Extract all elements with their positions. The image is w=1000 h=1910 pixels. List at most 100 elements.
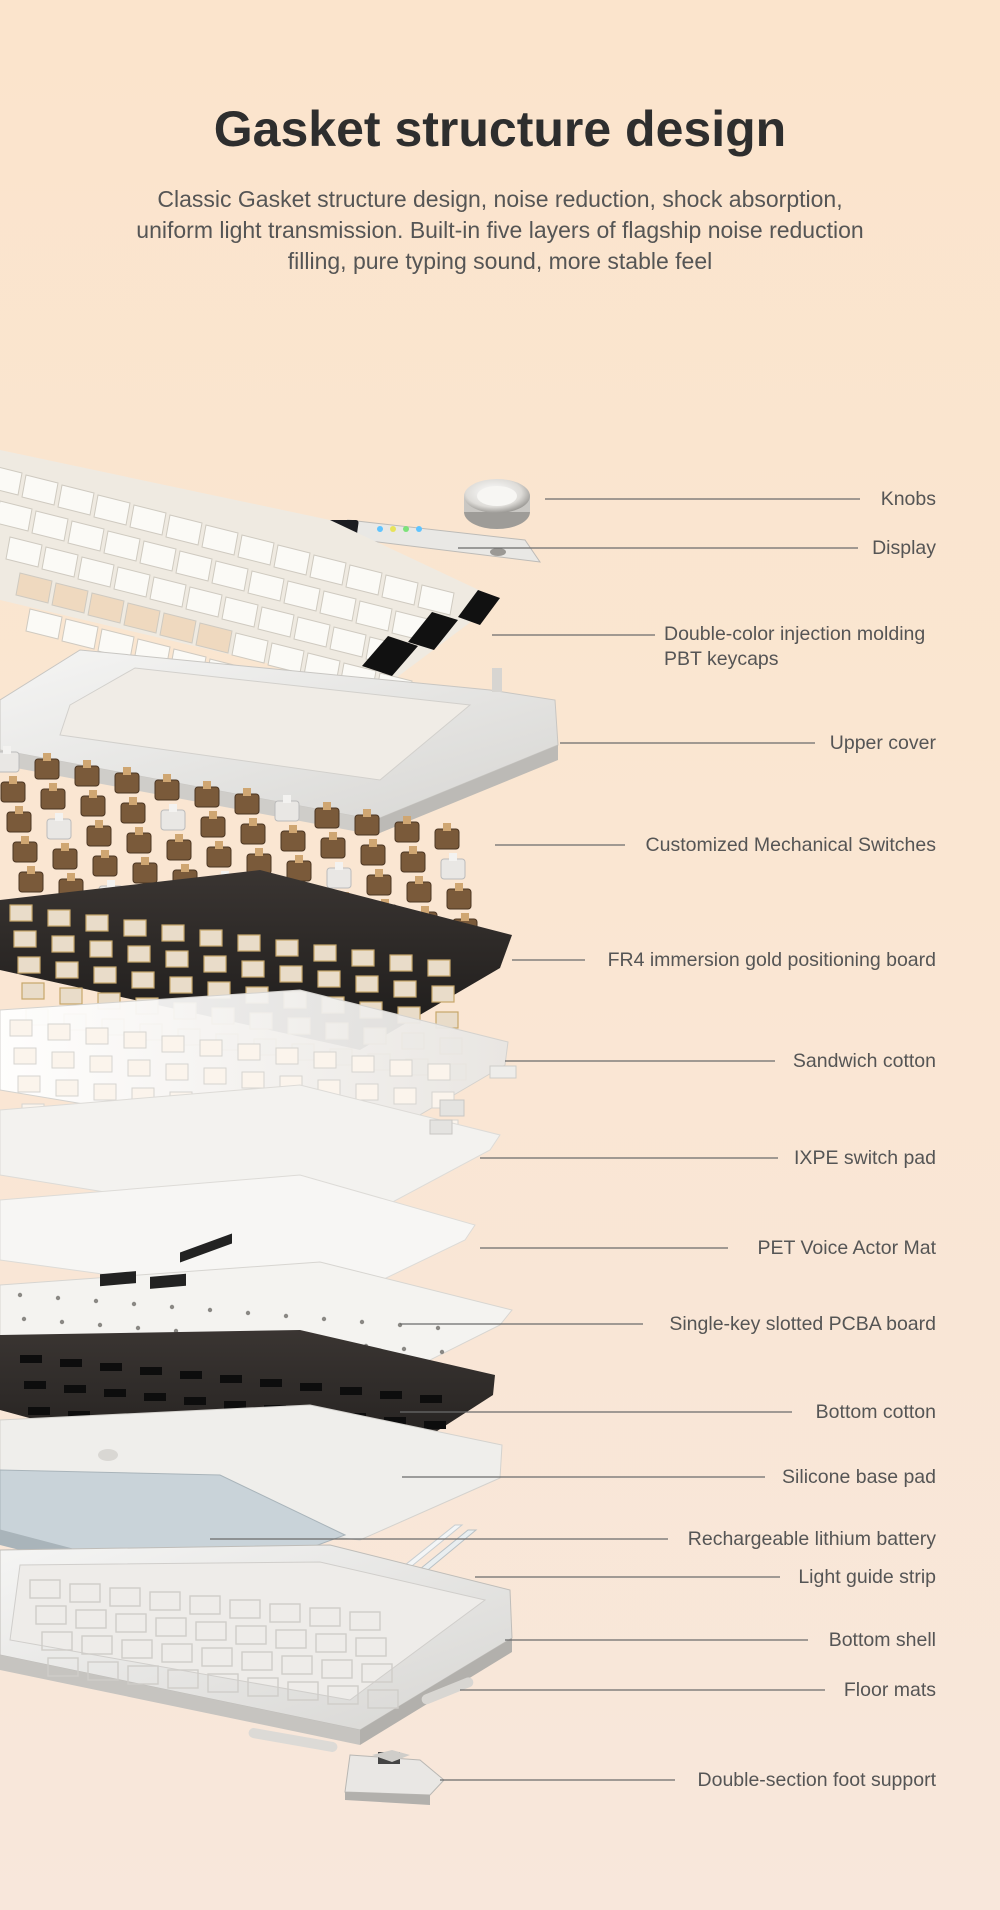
shell-rib xyxy=(109,1587,141,1607)
shell-rib xyxy=(87,1661,119,1681)
switch xyxy=(6,811,32,833)
switch-stem xyxy=(363,809,371,817)
switch-stem xyxy=(249,818,257,826)
cotton-slot xyxy=(275,1047,299,1065)
shell-rib xyxy=(127,1665,159,1685)
bottom-cotton-slot xyxy=(104,1389,126,1397)
switch-stem xyxy=(289,825,297,833)
shell-rib xyxy=(241,1651,273,1671)
bottom-cotton-slot xyxy=(144,1393,166,1401)
switch xyxy=(234,793,260,815)
fr4-slot xyxy=(21,982,45,1000)
switch-stem xyxy=(129,797,137,805)
switch-stem xyxy=(21,836,29,844)
switch-stem xyxy=(209,811,217,819)
keycap xyxy=(139,540,177,572)
shell-rib xyxy=(269,1603,301,1623)
cotton-slot xyxy=(427,1063,451,1081)
keycap xyxy=(77,556,115,588)
cotton-slot xyxy=(389,1059,413,1077)
switch xyxy=(440,858,466,880)
keycap xyxy=(355,600,393,632)
shell-rib xyxy=(247,1677,279,1697)
switch-stem xyxy=(449,853,457,861)
keycap xyxy=(51,582,89,614)
cotton-slot xyxy=(89,1055,113,1073)
keycap xyxy=(87,592,125,624)
switch-stem xyxy=(203,781,211,789)
switch-stem xyxy=(67,873,75,881)
switch xyxy=(86,825,112,847)
switch-stem xyxy=(335,862,343,870)
keycap xyxy=(237,534,275,566)
switch-stem xyxy=(123,767,131,775)
pcba-pad xyxy=(131,1301,137,1307)
pcba-pad xyxy=(401,1346,407,1352)
keycap xyxy=(93,494,131,526)
switch-stem xyxy=(415,876,423,884)
shell-rib xyxy=(275,1629,307,1649)
switch-stem xyxy=(27,866,35,874)
switch-stem xyxy=(175,834,183,842)
switch xyxy=(52,848,78,870)
cotton-slot xyxy=(351,1055,375,1073)
keycap xyxy=(103,530,141,562)
switch xyxy=(34,758,60,780)
shell-rib xyxy=(207,1673,239,1693)
switch-stem xyxy=(141,857,149,865)
bottom-cotton-slot xyxy=(64,1385,86,1393)
shell-rib xyxy=(75,1609,107,1629)
bottom-cotton-slot xyxy=(140,1367,162,1375)
shell-rib xyxy=(155,1617,187,1637)
cotton-slot xyxy=(55,1079,79,1097)
shell-rib xyxy=(327,1685,359,1705)
label-floor-mats: Floor mats xyxy=(843,1678,936,1701)
bottom-cotton-slot xyxy=(384,1417,406,1425)
pcba-pad xyxy=(97,1322,103,1328)
pcba-pad xyxy=(439,1349,445,1355)
bottom-cotton-slot xyxy=(380,1391,402,1399)
shell-rib xyxy=(161,1643,193,1663)
switch-stem xyxy=(55,813,63,821)
keycap xyxy=(417,584,455,616)
switch-stem xyxy=(461,913,469,921)
switches-part xyxy=(0,746,484,970)
fr4-slot xyxy=(59,987,83,1005)
keycap xyxy=(231,632,269,664)
switch xyxy=(314,807,340,829)
switch xyxy=(126,832,152,854)
cotton-slot xyxy=(93,1083,117,1101)
fr4-slot xyxy=(313,944,337,962)
pcba-pad xyxy=(93,1298,99,1304)
fr4-slot xyxy=(93,966,117,984)
switch-stem xyxy=(369,839,377,847)
shell-rib xyxy=(315,1633,347,1653)
shell-rib xyxy=(41,1631,73,1651)
keycap xyxy=(221,596,259,628)
fr4-slot xyxy=(237,934,261,952)
pcba-pad xyxy=(207,1307,213,1313)
bottom-cotton-slot xyxy=(100,1363,122,1371)
pcba-pad xyxy=(245,1310,251,1316)
bottom-cotton-slot xyxy=(180,1371,202,1379)
cotton-slot xyxy=(165,1063,189,1081)
foot-support-part xyxy=(344,1750,445,1805)
shell-rib xyxy=(361,1663,393,1683)
shell-rib xyxy=(115,1613,147,1633)
switch xyxy=(166,839,192,861)
keycap xyxy=(15,572,53,604)
cotton-slot xyxy=(9,1019,33,1037)
switch xyxy=(320,837,346,859)
switch xyxy=(206,846,232,868)
switch-stem xyxy=(215,841,223,849)
switch xyxy=(360,844,386,866)
cotton-slot xyxy=(13,1047,37,1065)
keycap xyxy=(57,484,95,516)
keycap xyxy=(165,514,203,546)
keycap xyxy=(185,586,223,618)
keycap xyxy=(123,602,161,634)
switch xyxy=(46,818,72,840)
label-ixpe-pad: IXPE switch pad xyxy=(794,1146,936,1169)
keycap xyxy=(149,576,187,608)
switch-stem xyxy=(323,802,331,810)
